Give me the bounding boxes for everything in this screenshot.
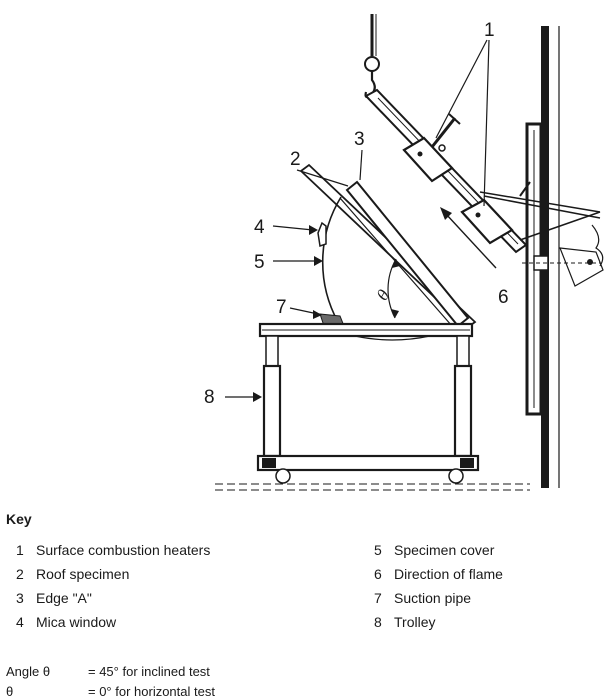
key-label: Suction pipe xyxy=(394,590,472,606)
key-label: Direction of flame xyxy=(394,566,503,582)
key-list-left: 1 Surface combustion heaters 2 Roof specim… xyxy=(16,541,210,637)
key-label: Specimen cover xyxy=(394,542,495,558)
heater-arm xyxy=(364,88,604,287)
key-item-7: 7 Suction pipe xyxy=(374,589,503,613)
note-text: = 0° for horizontal test xyxy=(88,684,215,699)
key-label: Surface combustion heaters xyxy=(36,542,211,558)
callout-7: 7 xyxy=(276,297,287,318)
callout-6: 6 xyxy=(498,287,509,308)
key-item-1: 1 Surface combustion heaters xyxy=(16,541,210,565)
suspension-chain xyxy=(364,14,380,98)
key-number: 2 xyxy=(16,566,24,582)
angle-note-horizontal: θ = 0° for horizontal test xyxy=(6,684,215,699)
angle-note-inclined: Angle θ = 45° for inclined test xyxy=(6,664,210,679)
key-number: 3 xyxy=(16,590,24,606)
callout-labels: 1 2 3 4 5 6 7 8 θ xyxy=(204,20,509,408)
key-number: 6 xyxy=(374,566,382,582)
note-symbol: Angle θ xyxy=(6,664,51,679)
angle-theta-label: θ xyxy=(373,287,393,304)
key-label: Edge "A" xyxy=(36,590,92,606)
key-item-5: 5 Specimen cover xyxy=(374,541,503,565)
leader-lines xyxy=(225,39,490,402)
key-label: Roof specimen xyxy=(36,566,130,582)
callout-4: 4 xyxy=(254,217,265,238)
key-item-4: 4 Mica window xyxy=(16,613,210,637)
callout-2: 2 xyxy=(290,149,301,170)
key-number: 1 xyxy=(16,542,24,558)
trolley xyxy=(215,322,530,491)
callout-3: 3 xyxy=(354,129,365,150)
key-item-8: 8 Trolley xyxy=(374,613,503,637)
note-text: = 45° for inclined test xyxy=(88,664,210,679)
key-label: Trolley xyxy=(394,614,436,630)
key-item-3: 3 Edge "A" xyxy=(16,589,210,613)
callout-5: 5 xyxy=(254,252,265,273)
key-number: 8 xyxy=(374,614,382,630)
callout-8: 8 xyxy=(204,387,215,408)
key-number: 7 xyxy=(374,590,382,606)
key-number: 4 xyxy=(16,614,24,630)
callout-1: 1 xyxy=(484,20,495,41)
note-symbol: θ xyxy=(6,684,14,699)
key-number: 5 xyxy=(374,542,382,558)
test-apparatus-diagram: 1 2 3 4 5 6 7 8 θ xyxy=(204,14,604,491)
key-label: Mica window xyxy=(36,614,117,630)
key-item-6: 6 Direction of flame xyxy=(374,565,503,589)
key-item-2: 2 Roof specimen xyxy=(16,565,210,589)
key-list-right: 5 Specimen cover 6 Direction of flame 7 Suc… xyxy=(374,541,503,637)
flame-direction-arrow xyxy=(440,207,497,269)
key-title: Key xyxy=(6,511,32,527)
